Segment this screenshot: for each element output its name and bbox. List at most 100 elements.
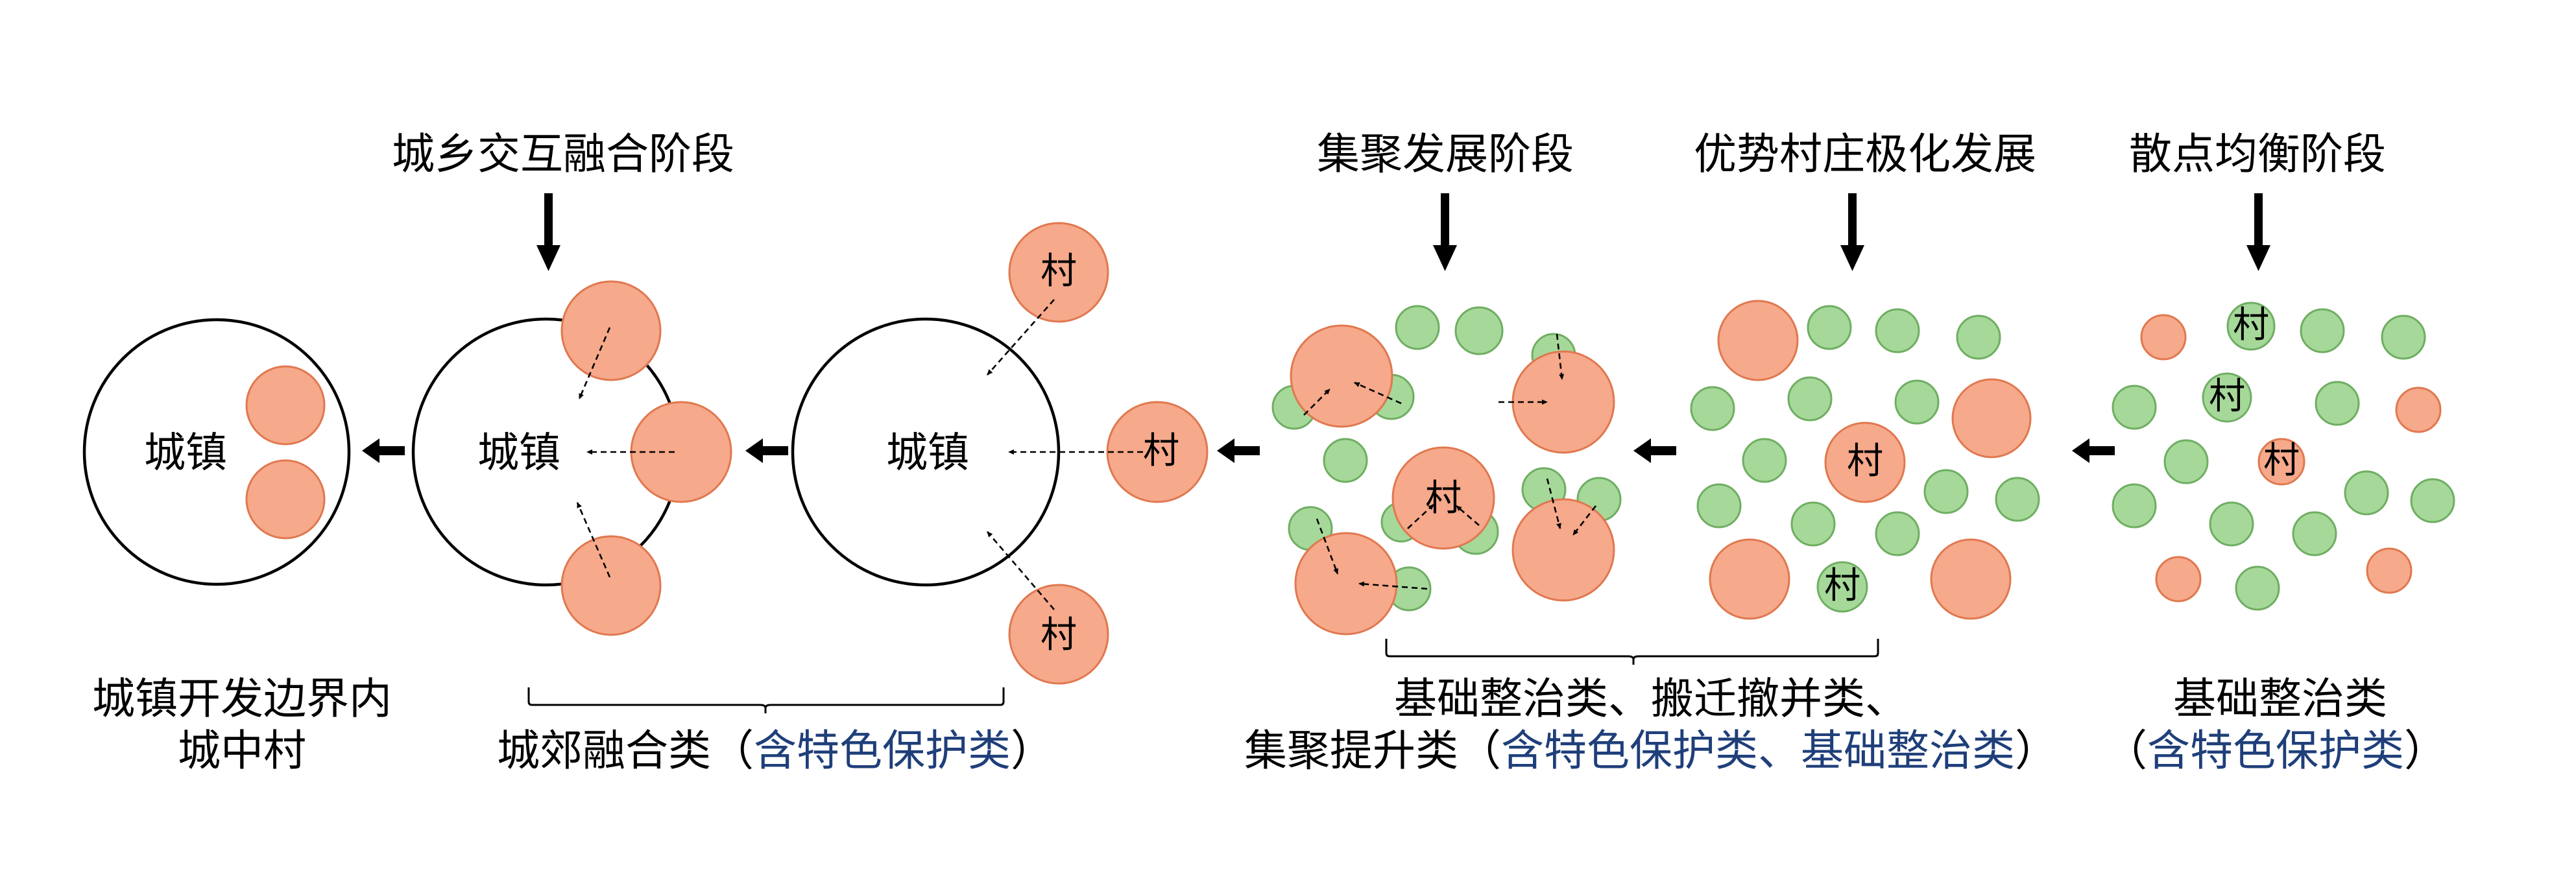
stage-title-dispersed-balance: 散点均衡阶段	[2129, 129, 2386, 179]
migration-arrow	[576, 502, 611, 578]
panel-dispersed-balance: 村 村 村	[2112, 302, 2455, 611]
village-circle-small	[2226, 302, 2276, 351]
village-circle-small	[2202, 372, 2252, 423]
village-circle-small	[2315, 381, 2360, 426]
migration-arrow	[1456, 505, 1480, 526]
left-arrow-2	[745, 438, 788, 463]
migration-arrow	[1546, 478, 1561, 529]
village-circle	[2140, 314, 2187, 361]
migration-arrow	[1407, 504, 1434, 529]
village-circle-small	[2344, 470, 2389, 516]
brace-suburban	[527, 687, 1005, 713]
village-circle	[245, 459, 326, 540]
village-circle-small	[1454, 306, 1504, 355]
left-arrow-3	[1217, 438, 1260, 463]
stage-title-agglomeration: 集聚发展阶段	[1317, 129, 1574, 179]
down-arrow-dispersed	[2246, 193, 2270, 271]
panel-agglomeration: 村	[1271, 305, 1622, 636]
village-circle	[560, 280, 662, 381]
town-circle	[791, 317, 1061, 587]
village-label: 村	[1425, 477, 1462, 519]
village-circle	[1824, 422, 1906, 503]
category-agglomeration-line2: 集聚提升类（含特色保护类、基础整治类）	[1244, 726, 2058, 776]
village-circle-small	[1816, 561, 1868, 613]
panel-suburban-fusion: 城镇	[411, 280, 732, 636]
village-circle-small	[2112, 483, 2157, 529]
down-arrow-agglomeration	[1433, 193, 1457, 271]
village-circle	[1391, 446, 1495, 550]
village-circle-small	[1696, 483, 1742, 529]
village-circle	[1511, 498, 1615, 602]
village-circle-small	[2300, 308, 2345, 353]
village-label: 村	[2209, 375, 2245, 418]
village-circle-small	[1923, 469, 1969, 514]
village-circle-small	[1807, 305, 1852, 350]
migration-arrow	[578, 327, 611, 399]
village-circle	[630, 401, 732, 503]
village-circle	[1951, 378, 2032, 458]
village-label: 村	[2233, 304, 2269, 346]
down-arrow-polarization	[1840, 193, 1864, 271]
village-circle-small	[1995, 477, 2040, 522]
migration-arrow	[1316, 518, 1339, 575]
village-label: 村	[2263, 440, 2300, 482]
village-circle	[1709, 538, 1790, 620]
town-label: 城镇	[477, 429, 560, 477]
village-label: 村	[1041, 250, 1077, 292]
village-label: 村	[1143, 430, 1179, 472]
migration-arrow	[1556, 333, 1565, 380]
village-circle-small	[2381, 315, 2426, 360]
village-circle	[2155, 556, 2202, 602]
migration-arrow	[1358, 581, 1428, 590]
left-arrow-4	[1633, 438, 1676, 463]
category-within-boundary-line1: 城镇开发边界内	[92, 674, 392, 724]
village-circle	[1717, 300, 1799, 381]
panel-town-boundary: 城镇	[82, 318, 351, 586]
village-circle-small	[1956, 315, 2001, 360]
village-circle-small	[1742, 438, 1787, 483]
category-within-boundary-line2: 城中村	[178, 726, 306, 776]
village-circle-small	[1875, 308, 1920, 353]
left-arrow-1	[362, 438, 405, 463]
stage-title-urban-rural-fusion: 城乡交互融合阶段	[392, 129, 734, 179]
village-circle-small	[2410, 478, 2455, 523]
village-circle-small	[1787, 376, 1833, 422]
panel-polarization: 村 村	[1690, 300, 2040, 620]
village-circle-small	[1323, 438, 1368, 483]
category-dispersed-line2: （含特色保护类）	[2104, 726, 2447, 776]
village-circle-small	[1875, 511, 1920, 556]
village-circle-small	[1395, 305, 1440, 350]
migration-arrow	[1572, 505, 1597, 536]
village-circle	[1008, 222, 1109, 323]
village-circle	[1930, 538, 2012, 620]
migration-arrow	[1354, 381, 1402, 405]
down-arrow-fusion	[536, 193, 560, 271]
village-circle-small	[1690, 386, 1735, 431]
stage-title-polarization: 优势村庄极化发展	[1694, 129, 2036, 179]
town-label: 城镇	[144, 429, 227, 477]
migration-arrow	[987, 531, 1055, 610]
village-circle	[1294, 532, 1398, 636]
category-dispersed-line1: 基础整治类	[2173, 674, 2387, 724]
migration-arrow	[987, 299, 1055, 375]
village-circle	[1290, 324, 1393, 428]
village-circle	[2366, 547, 2413, 594]
village-circle	[245, 365, 326, 446]
village-label: 村	[1824, 565, 1860, 607]
village-circle-small	[2235, 565, 2280, 611]
category-suburban: 城郊融合类（含特色保护类）	[497, 726, 1053, 776]
village-circle-small	[2112, 385, 2157, 430]
village-circle	[560, 535, 662, 636]
migration-arrow	[1303, 388, 1330, 416]
village-circle-small	[1894, 379, 1940, 425]
village-label: 村	[1847, 440, 1883, 482]
brace-agglomeration	[1385, 639, 1879, 665]
village-circle-small	[2292, 511, 2337, 556]
village-circle	[2395, 386, 2442, 433]
town-label: 城镇	[886, 429, 969, 477]
village-label: 村	[1041, 614, 1077, 656]
village-circle	[1106, 401, 1209, 503]
village-circle-small	[1790, 501, 1836, 547]
panel-town-with-villages: 城镇 村 村 村	[791, 222, 1209, 685]
